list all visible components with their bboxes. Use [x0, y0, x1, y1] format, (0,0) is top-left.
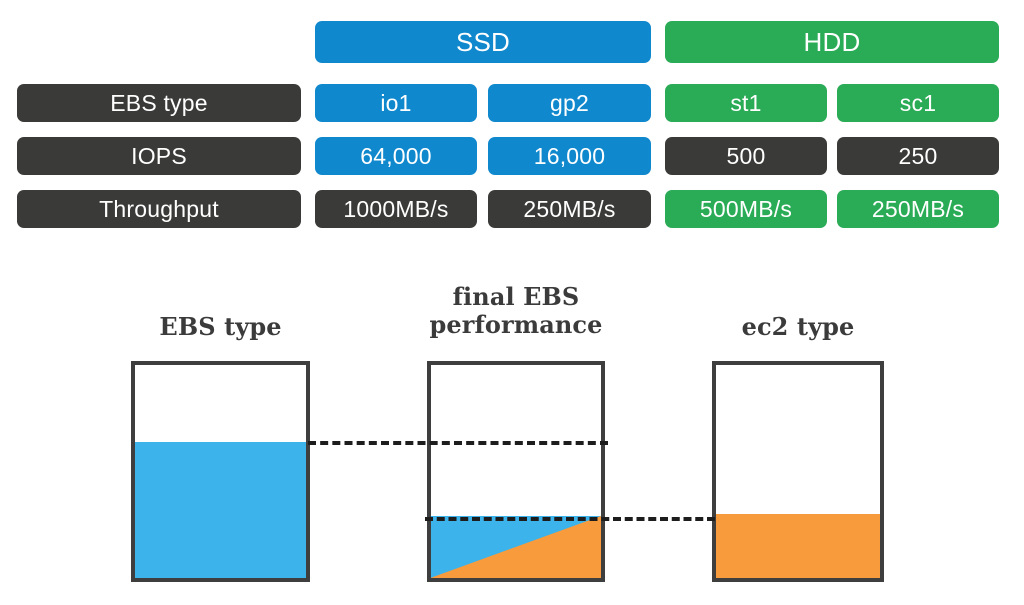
tank-ebs-type-fill [135, 441, 306, 578]
cell-iops-io1: 64,000 [315, 137, 477, 175]
row-label-throughput: Throughput [17, 190, 301, 228]
connector-final-to-ec2 [425, 517, 715, 521]
cell-throughput-gp2: 250MB/s [488, 190, 651, 228]
group-header-ssd: SSD [315, 21, 651, 63]
row-label-ebs-type: EBS type [17, 84, 301, 122]
cell-ebs-type-gp2: gp2 [488, 84, 651, 122]
connector-ebs-to-final [308, 441, 608, 445]
cell-iops-st1: 500 [665, 137, 827, 175]
cell-ebs-type-sc1: sc1 [837, 84, 999, 122]
tank-final-ebs-blue-triangle [431, 516, 601, 578]
tank-ec2-type [712, 361, 884, 582]
cell-throughput-st1: 500MB/s [665, 190, 827, 228]
cell-ebs-type-io1: io1 [315, 84, 477, 122]
cell-iops-sc1: 250 [837, 137, 999, 175]
group-header-hdd: HDD [665, 21, 999, 63]
tank-label-final-ebs-performance-line1: final EBS [452, 282, 580, 311]
tank-final-ebs-performance-fill [431, 516, 601, 578]
cell-iops-gp2: 16,000 [488, 137, 651, 175]
cell-throughput-sc1: 250MB/s [837, 190, 999, 228]
cell-ebs-type-st1: st1 [665, 84, 827, 122]
tank-label-final-ebs-performance: final EBS performance [410, 282, 622, 340]
tank-label-ebs-type: EBS type [159, 312, 282, 341]
tank-label-ec2-type: ec2 type [741, 312, 855, 341]
tank-label-final-ebs-performance-line2: performance [429, 310, 603, 340]
tank-final-ebs-performance [427, 361, 605, 582]
cell-throughput-io1: 1000MB/s [315, 190, 477, 228]
tank-ec2-type-fill [716, 514, 880, 578]
row-label-iops: IOPS [17, 137, 301, 175]
tank-ebs-type [131, 361, 310, 582]
